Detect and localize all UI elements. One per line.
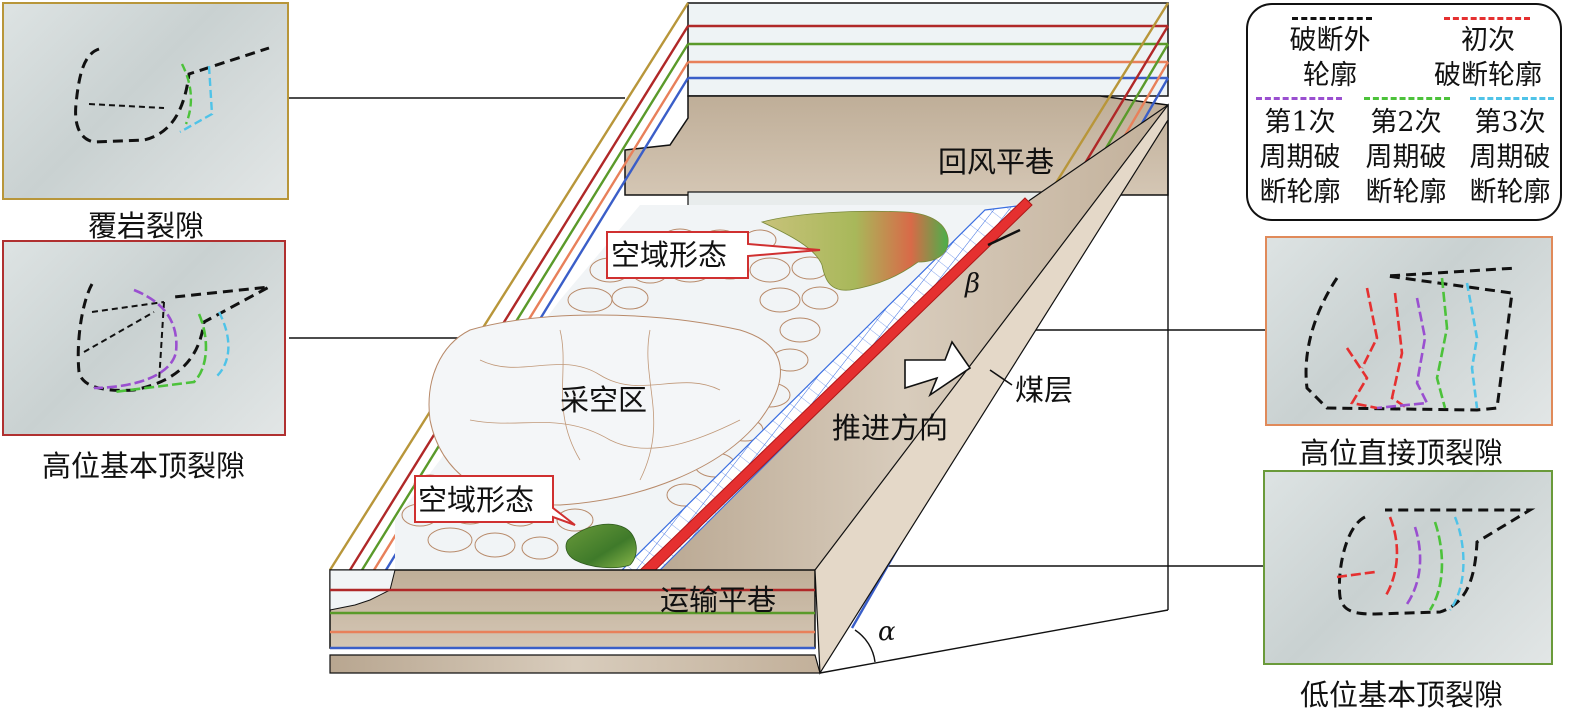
legend-label-period-2: 第2次 周期破 断轮廓 xyxy=(1365,107,1447,208)
void-shape-lower xyxy=(565,523,637,569)
fracture-trace-overburden xyxy=(74,46,270,144)
legend-label-outer-outline: 破断外 轮廓 xyxy=(1289,25,1371,91)
fracture-trace-low-main-roof xyxy=(1336,508,1536,616)
photo-high-main-roof xyxy=(2,240,286,436)
coal-seam-pointer xyxy=(989,369,1013,386)
legend-label-period-1: 第1次 周期破 断轮廓 xyxy=(1259,107,1341,208)
label-advance-direction: 推进方向 xyxy=(832,411,948,445)
legend: 破断外 轮廓 初次 破断轮廓 第1次 周期破 断轮廓 第2次 周期破 断轮廓 第… xyxy=(1246,3,1562,221)
photo-high-immediate-roof xyxy=(1265,236,1553,426)
legend-swatch-period-1 xyxy=(1256,97,1342,100)
label-void-shape-lower: 空域形态 xyxy=(418,483,534,517)
haulage-roadway-block xyxy=(329,569,821,674)
label-void-shape-upper: 空域形态 xyxy=(611,238,727,272)
label-coal-seam: 煤层 xyxy=(1015,373,1073,407)
caption-overburden: 覆岩裂隙 xyxy=(88,209,205,243)
legend-swatch-first-break xyxy=(1444,17,1530,20)
dip-angle-construction xyxy=(814,103,1169,675)
callout-upper xyxy=(606,231,821,279)
caption-low-main-roof: 低位基本顶裂隙 xyxy=(1300,678,1504,712)
label-goaf: 采空区 xyxy=(560,383,647,417)
face-angle-marker xyxy=(987,228,1021,247)
legend-label-first-break: 初次 破断轮廓 xyxy=(1434,25,1542,91)
fracture-trace-high-immediate-roof xyxy=(1304,266,1518,412)
fracture-trace-high-main-roof xyxy=(76,283,270,394)
photo-low-main-roof xyxy=(1263,470,1553,665)
legend-swatch-outer-outline xyxy=(1292,17,1372,20)
compacted-goaf-zone xyxy=(428,314,781,506)
legend-swatch-period-2 xyxy=(1364,97,1450,100)
label-haulage-roadway: 运输平巷 xyxy=(660,583,776,617)
legend-swatch-period-3 xyxy=(1470,97,1554,100)
callout-lower xyxy=(414,475,576,526)
legend-label-period-3: 第3次 周期破 断轮廓 xyxy=(1469,107,1551,208)
label-alpha: α xyxy=(878,617,896,647)
caption-high-immediate-roof: 高位直接顶裂隙 xyxy=(1300,436,1504,470)
label-return-airway: 回风平巷 xyxy=(938,145,1054,179)
advance-direction-arrow[interactable] xyxy=(904,340,972,398)
caption-high-main-roof: 高位基本顶裂隙 xyxy=(42,449,246,483)
label-beta: β xyxy=(964,269,980,299)
void-shape-upper xyxy=(760,210,949,291)
photo-overburden xyxy=(2,2,289,200)
connector-lines xyxy=(289,97,1266,567)
goaf-fracture-texture xyxy=(469,329,741,481)
